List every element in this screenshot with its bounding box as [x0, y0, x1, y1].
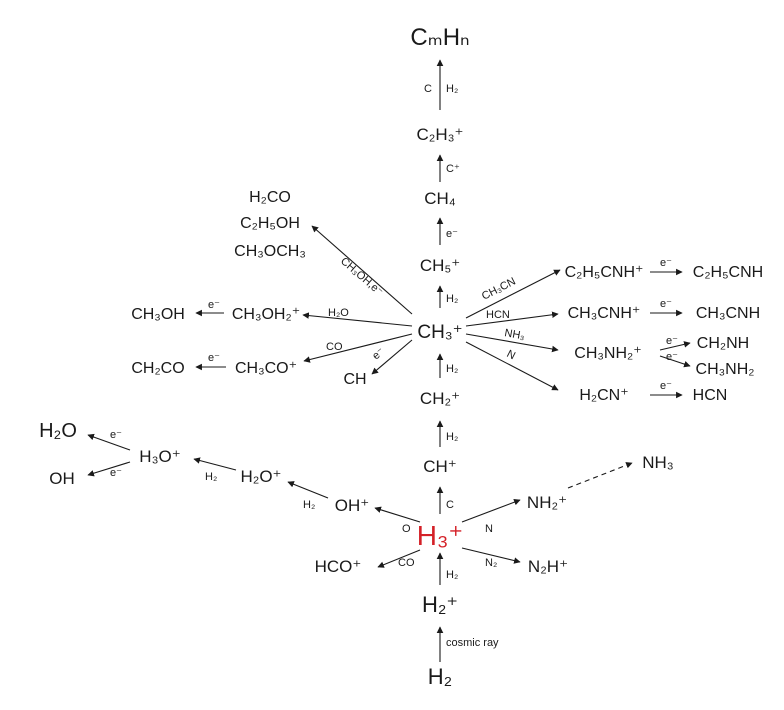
species-ch3och3: CH₃OCH₃ [234, 243, 306, 260]
label-hcn: HCN [486, 309, 510, 321]
species-oh-plus: OH⁺ [335, 496, 369, 515]
arrow-ch3plus-to-ch [371, 339, 413, 375]
arrow-ch3plus-to-h2cnplus [465, 341, 559, 391]
arrow-h3oplus-to-h2o [87, 433, 131, 451]
label-e-k: e⁻ [660, 380, 672, 392]
species-ch3-plus: CH₃⁺ [417, 322, 462, 343]
arrow-ohplus-to-h2oplus [287, 481, 329, 499]
arrow-h3plus-to-n2hplus [461, 547, 521, 564]
species-c2h5cnh-plus: C₂H₅CNH⁺ [565, 264, 644, 281]
species-n2h-plus: N₂H⁺ [528, 557, 568, 576]
label-c-a: C [446, 499, 454, 511]
species-nh3: NH₃ [642, 453, 673, 472]
arrow-ch3plus-to-ch3cnhplus [465, 311, 559, 327]
species-h2o: H₂O [39, 420, 77, 442]
label-h2-c: H₂ [446, 363, 458, 375]
label-h2-d: H₂ [446, 293, 458, 305]
label-c-plus: C⁺ [446, 163, 460, 175]
species-ch3nh2-plus: CH₃NH₂⁺ [574, 345, 641, 362]
label-h2-e: H₂ [446, 83, 458, 95]
label-e-a: e⁻ [446, 228, 458, 240]
label-e-j: e⁻ [666, 351, 678, 363]
species-ch3oh: CH₃OH [131, 306, 185, 323]
label-h2-f: H₂ [303, 499, 315, 511]
label-c-b: C [424, 83, 432, 95]
label-n-b: N [505, 348, 518, 362]
label-h2o: H₂O [328, 307, 349, 319]
arrow-ch3plus-to-ch3nh2plus [465, 333, 559, 353]
species-ch3co-plus: CH₃CO⁺ [235, 360, 297, 377]
species-ch4: CH₄ [424, 189, 456, 208]
label-n2: N₂ [485, 557, 497, 569]
species-h2co: H₂CO [249, 189, 291, 206]
arrow-ch3plus-to-organics [311, 225, 413, 315]
label-n-a: N [485, 523, 493, 535]
species-oh: OH [49, 469, 75, 488]
species-ch5-plus: CH₅⁺ [420, 256, 460, 275]
species-h2cn-plus: H₂CN⁺ [579, 387, 628, 404]
species-nh2-plus: NH₂⁺ [527, 493, 567, 512]
arrow-h3plus-to-hcoplus [377, 549, 421, 568]
species-ch-plus: CH⁺ [423, 457, 457, 476]
arrow-h3oplus-to-oh [87, 461, 131, 477]
species-ch2-plus: CH₂⁺ [420, 389, 460, 408]
label-e-e: e⁻ [208, 299, 220, 311]
label-cosmic-ray: cosmic ray [446, 637, 499, 649]
label-h2-g: H₂ [205, 471, 217, 483]
species-h2-plus: H₂⁺ [422, 592, 458, 617]
species-c2h5cnh: C₂H₅CNH [693, 264, 763, 281]
species-ch3nh2: CH₃NH₂ [696, 361, 755, 378]
species-hco-plus: HCO⁺ [315, 557, 362, 576]
label-e-d: e⁻ [370, 345, 387, 362]
arrow-h3plus-to-nh2plus [461, 499, 521, 523]
label-e-c: e⁻ [110, 467, 122, 479]
species-h2: H₂ [428, 664, 452, 689]
species-cmhn: CₘHₙ [410, 24, 469, 51]
label-e-b: e⁻ [110, 429, 122, 441]
species-ch3cnh-plus: CH₃CNH⁺ [568, 305, 641, 322]
arrow-ch3plus-to-ch3oh2plus [302, 312, 413, 327]
label-ch3oh-e: CH₃OH,e⁻ [338, 255, 385, 298]
reaction-arrows [87, 59, 691, 662]
label-e-i: e⁻ [666, 335, 678, 347]
arrow-ch3plus-to-ch3coplus [303, 333, 413, 363]
label-co-b: CO [326, 341, 343, 353]
arrow-ch3nh2plus-to-ch2nh [659, 341, 691, 351]
species-ch3oh2-plus: CH₃OH₂⁺ [232, 306, 300, 323]
arrow-h2oplus-to-h3oplus [193, 457, 237, 471]
label-o: O [402, 523, 411, 535]
label-e-g: e⁻ [660, 257, 672, 269]
label-ch3cn: CH₃CN [480, 275, 518, 302]
arrow-h3plus-to-ohplus [374, 506, 421, 523]
species-h2o-plus: H₂O⁺ [240, 467, 281, 486]
species-ch2co: CH₂CO [131, 360, 184, 377]
species-ch2nh: CH₂NH [697, 335, 749, 352]
label-e-f: e⁻ [208, 352, 220, 364]
species-h3-plus: H₃⁺ [417, 520, 463, 551]
reactant-labels: cosmic ray H₂ C H₂ H₂ H₂ e⁻ C⁺ C H₂ O CO… [110, 83, 678, 649]
arrow-ch3plus-to-c2h5cnhplus [465, 269, 561, 319]
label-h2-a: H₂ [446, 569, 458, 581]
label-e-h: e⁻ [660, 298, 672, 310]
species-ch3cnh: CH₃CNH [696, 305, 760, 322]
species-c2h5oh: C₂H₅OH [240, 215, 300, 232]
species-labels: H₂ H₂⁺ H₃⁺ CH⁺ CH₂⁺ CH₃⁺ CH₅⁺ CH₄ C₂H₃⁺ … [39, 24, 763, 689]
arrow-nh2plus-to-nh3 [567, 462, 633, 489]
arrow-ch3nh2plus-to-ch3nh2 [659, 355, 691, 368]
label-co-a: CO [398, 557, 415, 569]
species-ch: CH [343, 371, 366, 388]
label-h2-b: H₂ [446, 431, 458, 443]
species-h3o-plus: H₃O⁺ [139, 447, 180, 466]
label-nh3: NH₃ [503, 327, 525, 342]
species-hcn: HCN [693, 387, 728, 404]
species-c2h3-plus: C₂H₃⁺ [416, 125, 463, 144]
